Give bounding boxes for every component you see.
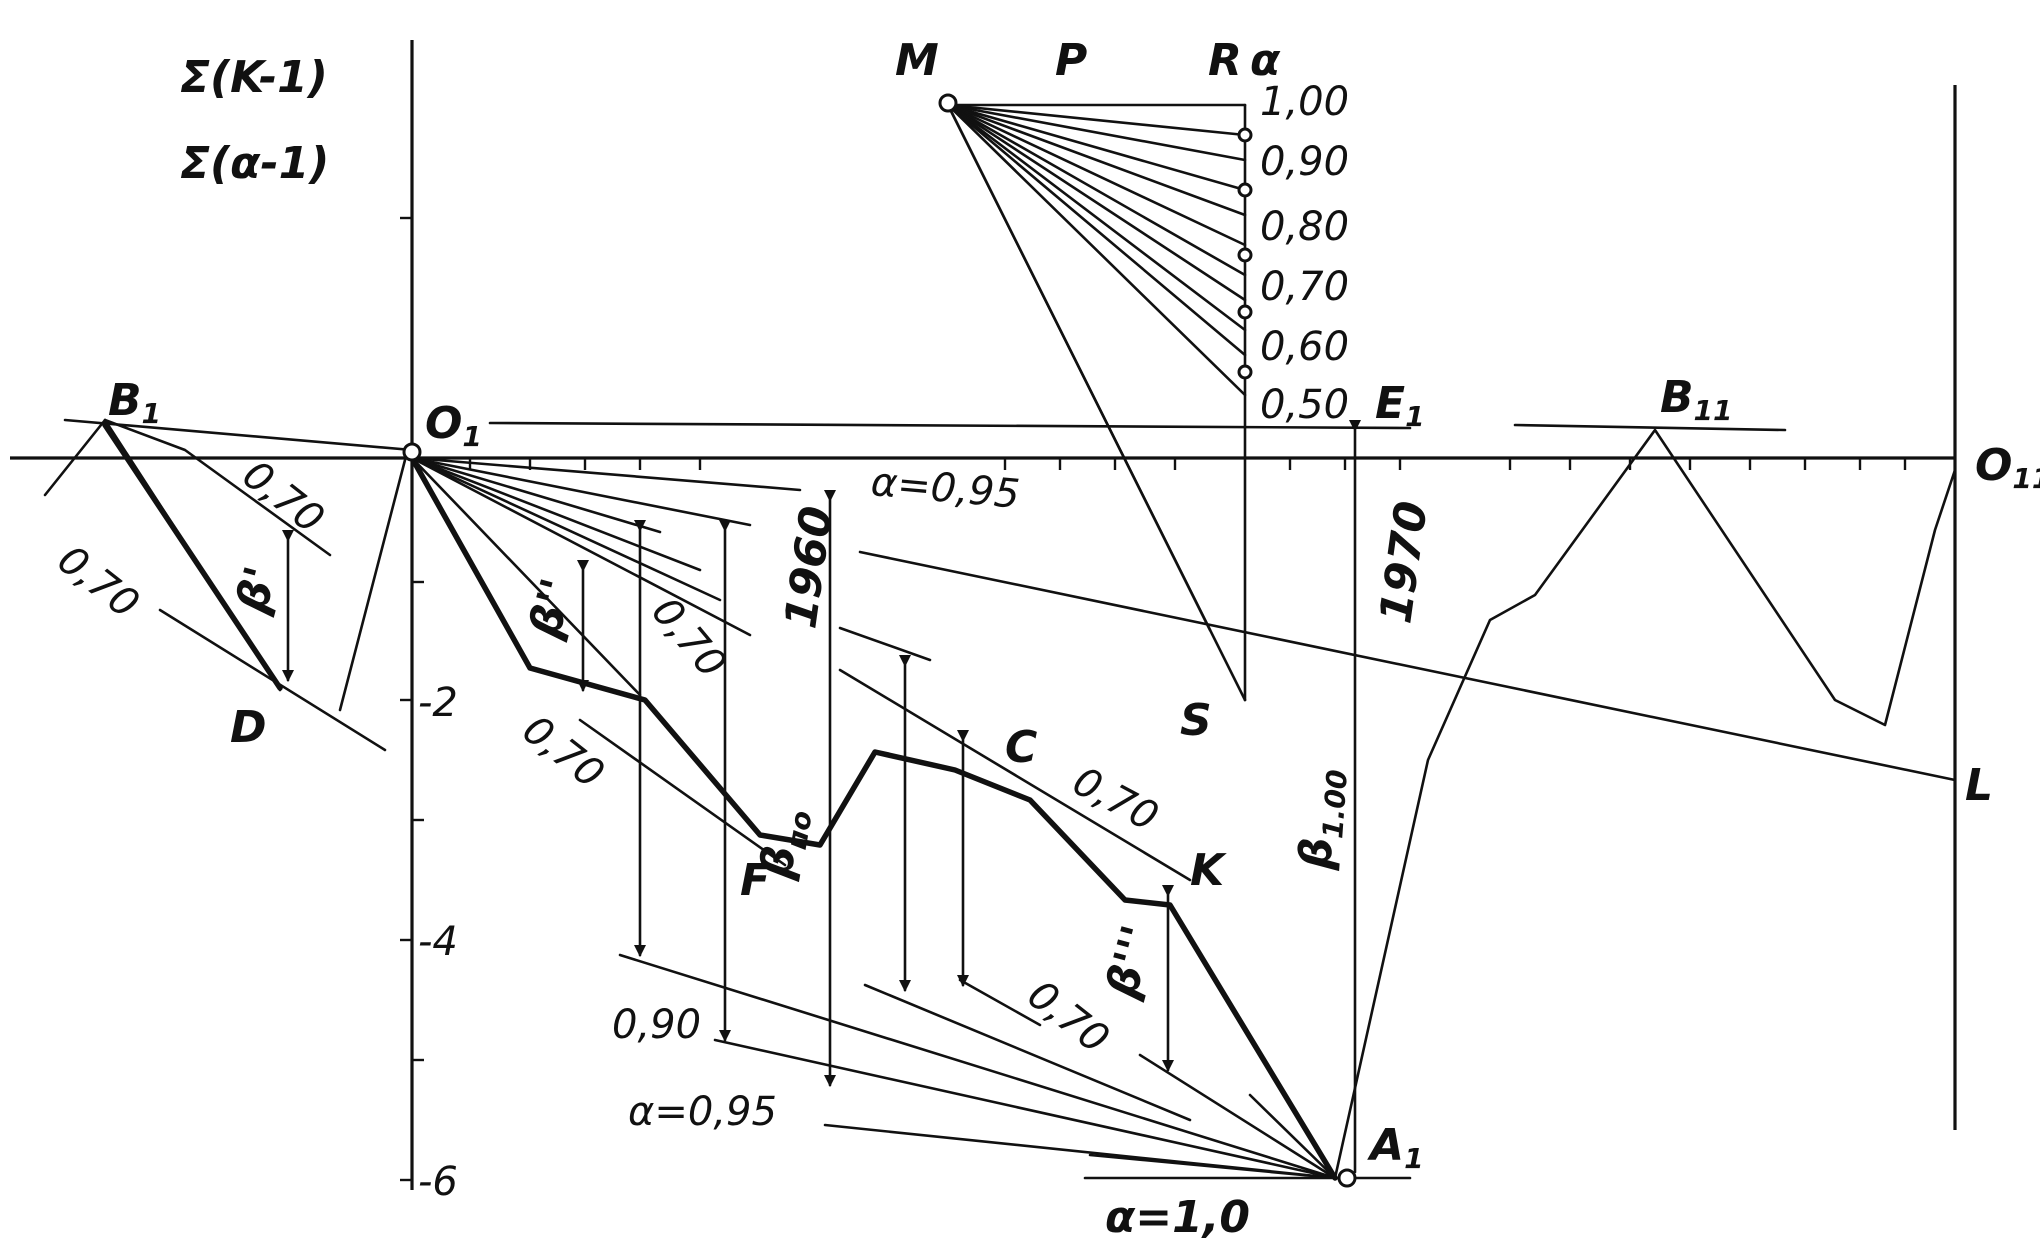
annot-090: 0,90 — [612, 1002, 701, 1048]
label-e1: E1 — [1375, 378, 1425, 433]
annot-070-mid2: 0,70 — [514, 707, 613, 798]
fan-m — [946, 103, 1247, 702]
tick-label-minus6: -6 — [418, 1159, 458, 1205]
left-triangle — [43, 418, 407, 752]
label-l: L — [1965, 760, 1993, 811]
annot-alpha10: α=1,0 — [1105, 1192, 1250, 1243]
label-b1: B1 — [108, 375, 161, 430]
line-d-o1 — [338, 458, 407, 712]
annot-alpha095-top: α=0,95 — [869, 459, 1021, 518]
annot-1960: 1960 — [775, 503, 843, 631]
line-to-l — [858, 550, 1957, 782]
point-a1 — [1337, 1168, 1357, 1188]
alpha-scale-100: 1,00 — [1260, 79, 1349, 125]
axis-title-line2: Σ(α-1) — [180, 138, 329, 189]
annot-1970: 1970 — [1370, 498, 1438, 626]
annot-070-mid1: 0,70 — [642, 589, 734, 687]
label-m: M — [895, 35, 939, 86]
alpha-scale-080: 0,80 — [1260, 204, 1349, 250]
annot-alpha095-bottom: α=0,95 — [628, 1089, 777, 1135]
thick-main-curve — [409, 455, 1338, 1181]
label-beta1: β' — [226, 561, 287, 619]
label-o11: O11 — [1975, 440, 2040, 495]
alpha-tick-080 — [1237, 182, 1253, 198]
fan-a1 — [618, 953, 1412, 1180]
line-b1-right — [43, 418, 332, 557]
thick-b1-d — [102, 422, 283, 691]
label-beta3: β''' — [1096, 920, 1164, 1004]
alpha-scale-050: 0,50 — [1260, 382, 1349, 428]
label-k: K — [1190, 845, 1227, 896]
alpha-header: α — [1250, 35, 1281, 86]
line-o1-e1 — [488, 421, 1412, 430]
alpha-tick-050 — [1237, 364, 1253, 380]
axes — [10, 40, 1957, 1190]
line-070-left — [158, 608, 387, 752]
alpha-tick-070 — [1237, 247, 1253, 263]
point-o1 — [402, 442, 422, 462]
label-beta2: β'' — [519, 573, 584, 644]
label-r: R — [1208, 35, 1242, 86]
annot-070-top-left: 0,70 — [234, 452, 333, 543]
line-070-mid — [578, 718, 787, 867]
label-p: P — [1055, 35, 1087, 86]
fan-o1 — [410, 456, 802, 697]
label-o1: O1 — [425, 398, 482, 453]
label-d: D — [230, 702, 267, 753]
alpha-tick-090 — [1237, 127, 1253, 143]
label-beta100: β1.00 — [1290, 767, 1354, 872]
label-b11: B11 — [1660, 372, 1733, 427]
annot-070-left: 0,70 — [49, 537, 148, 628]
label-s: S — [1180, 695, 1212, 746]
line-b1-top — [63, 418, 414, 452]
axis-title-line1: Σ(K-1) — [180, 52, 328, 103]
label-f: F — [740, 855, 770, 906]
point-m — [938, 93, 958, 113]
baseline-ticks — [468, 458, 1907, 470]
alpha-scale-090: 0,90 — [1260, 139, 1349, 185]
annot-070-right1: 0,70 — [1065, 758, 1165, 840]
line-b11 — [1513, 423, 1787, 432]
alpha-scale-060: 0,60 — [1260, 324, 1349, 370]
alpha-tick-060 — [1237, 304, 1253, 320]
line-c-k — [838, 668, 1192, 882]
line-c-upper — [838, 626, 932, 662]
alpha-scale-070: 0,70 — [1260, 264, 1349, 310]
label-beta-no: βпо — [750, 804, 818, 884]
label-a1: A1 — [1367, 1120, 1424, 1175]
right-curve — [1333, 428, 1957, 1180]
tick-label-minus4: -4 — [418, 919, 458, 965]
label-c: C — [1005, 722, 1037, 773]
tick-label-minus2: -2 — [418, 680, 458, 726]
